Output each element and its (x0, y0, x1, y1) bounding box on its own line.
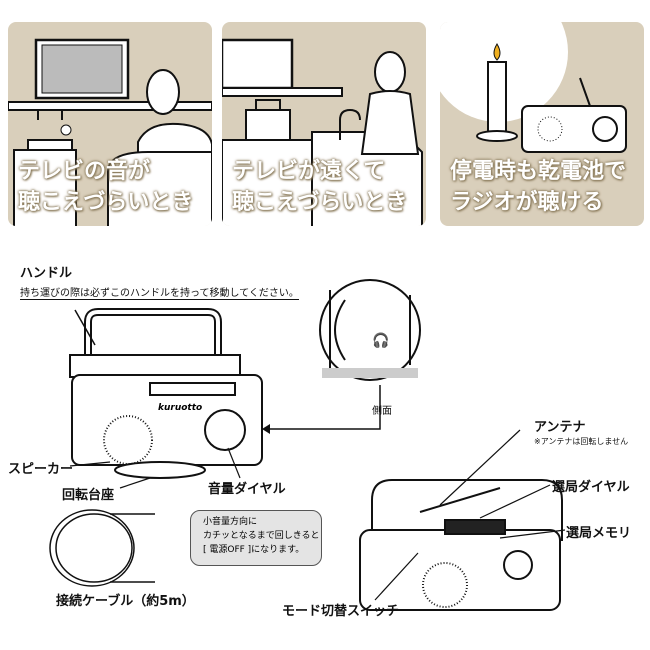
scene-tv-far-away: テレビが遠くて 聴こえづらいとき (222, 22, 426, 226)
scene-power-outage: 停電時も乾電池で ラジオが聴ける (440, 22, 644, 226)
candle-radio-illustration (440, 22, 627, 153)
antenna-label: アンテナ (534, 420, 586, 435)
callout-line: カチッとなるまで回しきると (203, 531, 320, 541)
radio-logo: kuruotto (158, 403, 202, 413)
callout-line: [ 電源OFF ]になります。 (203, 545, 305, 555)
power-off-callout: 小音量方向に カチッとなるまで回しきると [ 電源OFF ]になります。 (190, 510, 322, 566)
caption-line: テレビの音が (18, 159, 151, 184)
tuning-memory-label: 選局メモリ (566, 526, 632, 541)
scene-caption: テレビの音が 聴こえづらいとき (18, 156, 193, 218)
tuning-dial-label: 選局ダイヤル (552, 480, 630, 495)
scene-caption: テレビが遠くて 聴こえづらいとき (232, 156, 407, 218)
scene-caption: 停電時も乾電池で ラジオが聴ける (450, 156, 626, 218)
side-label: 側面 (372, 406, 392, 417)
speaker-label: スピーカー (8, 462, 74, 477)
cable-label: 接続ケーブル（約5m） (56, 594, 195, 609)
base-label: 回転台座 (62, 488, 115, 503)
callout-line: 小音量方向に (203, 517, 258, 527)
headphone-icon: 🎧 (372, 332, 389, 349)
side-closeup: 🎧 (319, 279, 421, 381)
caption-line: テレビが遠くて (232, 159, 386, 184)
mode-switch-label: モード切替スイッチ (282, 604, 400, 619)
antenna-note: ※アンテナは回転しません (534, 437, 629, 446)
cable-illustration (49, 509, 155, 587)
caption-line: ラジオが聴ける (450, 190, 604, 215)
radio-rear-view (359, 479, 563, 611)
tv-room-illustration (8, 38, 212, 226)
handle-label: ハンドル (20, 266, 73, 281)
kitchen-illustration (222, 38, 423, 226)
caption-line: 停電時も乾電池で (450, 159, 627, 184)
volume-dial-label: 音量ダイヤル (208, 482, 286, 497)
caption-line: 聴こえづらいとき (18, 190, 194, 215)
radio-front-view (69, 308, 263, 479)
scene-tv-hard-to-hear: テレビの音が 聴こえづらいとき (8, 22, 212, 226)
handle-note: 持ち運びの際は必ずこのハンドルを持って移動してください。 (20, 284, 299, 300)
caption-line: 聴こえづらいとき (232, 190, 408, 215)
